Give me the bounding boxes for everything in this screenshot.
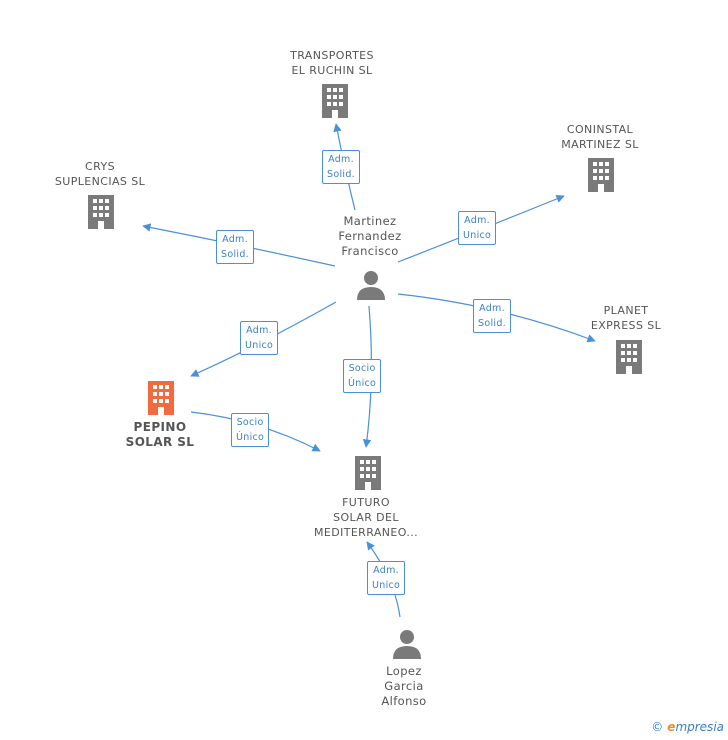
copyright-symbol: © (651, 720, 664, 734)
building-icon[interactable] (86, 195, 116, 229)
edge-label-martinez-to-futuro: Socio Único (343, 359, 382, 393)
edge-label-to-planet: Adm. Solid. (473, 299, 511, 333)
edge-label-to-pepino: Adm. Unico (240, 321, 279, 355)
building-icon[interactable] (586, 158, 616, 192)
edge-label-pepino-to-futuro: Socio Único (231, 413, 270, 447)
node-label-futuro[interactable]: FUTURO SOLAR DEL MEDITERRANEO... (313, 496, 419, 539)
edge-label-to-crys: Adm. Solid. (216, 230, 254, 264)
node-label-martinez[interactable]: Martinez Fernandez Francisco (338, 214, 402, 258)
node-label-crys[interactable]: CRYS SUPLENCIAS SL (54, 160, 146, 188)
empresia-watermark: ©empresia (651, 720, 724, 734)
brand-e: e (667, 720, 676, 734)
building-icon[interactable] (353, 456, 383, 490)
node-label-coninstal[interactable]: CONINSTAL MARTINEZ SL (561, 123, 639, 151)
person-icon[interactable] (356, 270, 386, 300)
building-icon[interactable] (614, 340, 644, 374)
building-icon-focus[interactable] (146, 381, 176, 415)
brand-name: mpresia (675, 720, 724, 734)
building-icon[interactable] (320, 84, 350, 118)
edge-label-to-transportes: Adm. Solid. (322, 150, 360, 184)
node-label-pepino[interactable]: PEPINO SOLAR SL (125, 420, 195, 449)
node-label-transportes[interactable]: TRANSPORTES EL RUCHIN SL (290, 49, 374, 77)
node-label-planet[interactable]: PLANET EXPRESS SL (590, 304, 662, 332)
edge-label-lopez-to-futuro: Adm. Unico (367, 561, 406, 595)
edge-label-to-coninstal: Adm. Unico (458, 211, 497, 245)
person-icon[interactable] (392, 629, 422, 659)
node-label-lopez[interactable]: Lopez Garcia Alfonso (381, 664, 427, 708)
